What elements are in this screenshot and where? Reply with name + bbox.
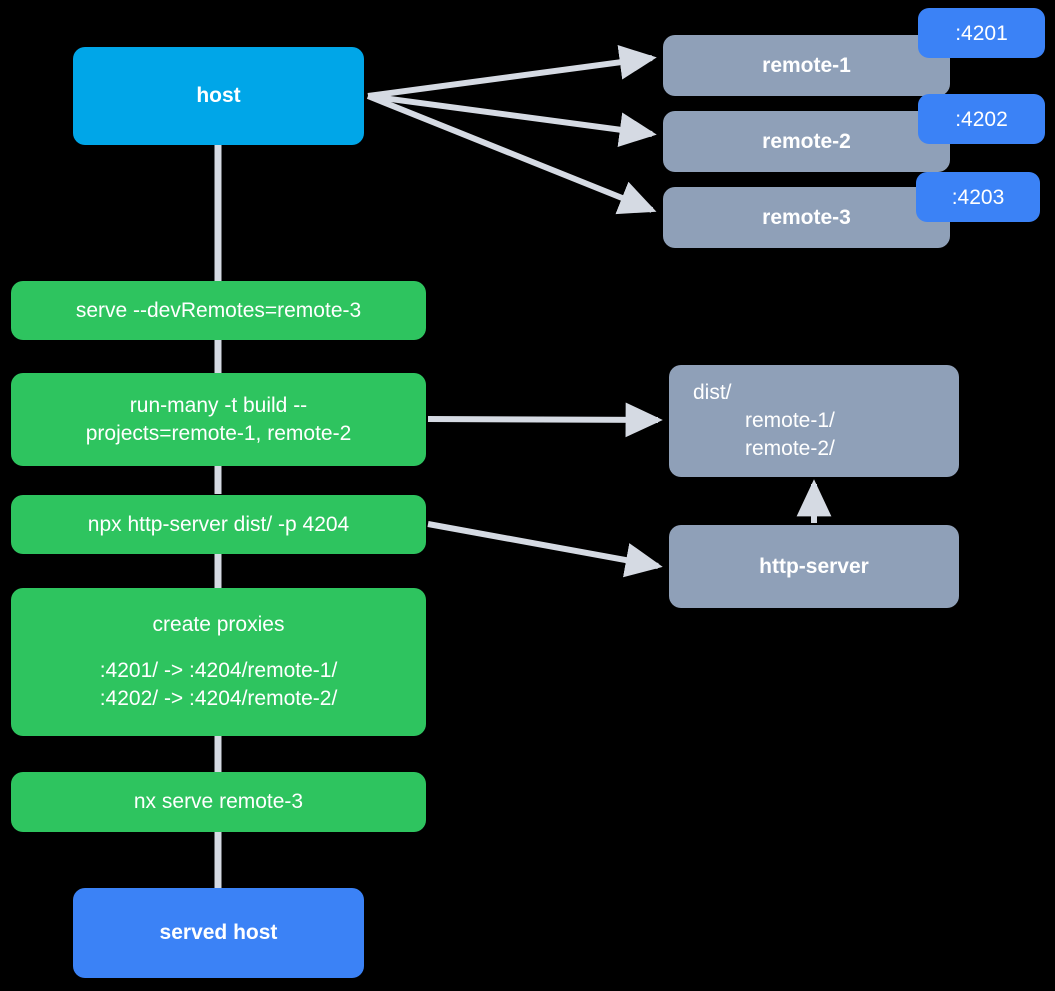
port-badge-remote-1: :4201 xyxy=(918,8,1045,58)
node-remote-2[interactable]: remote-2 xyxy=(663,111,950,172)
command-run-many-build-line-1: run-many -t build -- xyxy=(129,393,308,417)
node-http-server[interactable]: http-server xyxy=(669,525,959,608)
command-nx-serve-remote-3[interactable]: nx serve remote-3 xyxy=(11,772,426,832)
command-npx-http-server[interactable]: npx http-server dist/ -p 4204 xyxy=(11,495,426,554)
command-serve-dev-remotes[interactable]: serve --devRemotes=remote-3 xyxy=(11,281,426,340)
port-badge-remote-2: :4202 xyxy=(918,94,1045,144)
node-remote-3-label: remote-3 xyxy=(762,205,851,229)
node-dist-folder[interactable]: dist/ remote-1/ remote-2/ xyxy=(669,365,959,477)
node-dist-folder-line-3: remote-2/ xyxy=(745,436,835,460)
command-run-many-build-line-2: projects=remote-1, remote-2 xyxy=(85,421,352,445)
edge-host-to-remote-1 xyxy=(367,45,657,99)
node-dist-folder-line-1: dist/ xyxy=(693,381,732,405)
command-nx-serve-remote-3-line-1: nx serve remote-3 xyxy=(133,790,304,814)
edge-host-to-remote-2 xyxy=(367,93,657,147)
command-create-proxies[interactable]: create proxies :4201/ -> :4204/remote-1/… xyxy=(11,588,426,736)
command-run-many-build[interactable]: run-many -t build -- projects=remote-1, … xyxy=(11,373,426,466)
port-badge-remote-3-label: :4203 xyxy=(951,185,1005,209)
command-create-proxies-line-2: :4201/ -> :4204/remote-1/ xyxy=(99,659,338,683)
node-remote-1-label: remote-1 xyxy=(762,53,851,77)
node-remote-1[interactable]: remote-1 xyxy=(663,35,950,96)
node-host[interactable]: host xyxy=(73,47,364,145)
node-served-host-label: served host xyxy=(159,921,278,945)
command-create-proxies-line-3: :4202/ -> :4204/remote-2/ xyxy=(99,686,338,710)
node-remote-2-label: remote-2 xyxy=(762,129,851,153)
node-remote-3[interactable]: remote-3 xyxy=(663,187,950,248)
node-host-label: host xyxy=(196,84,241,108)
edge-host-to-remote-3 xyxy=(366,93,657,215)
node-dist-folder-line-2: remote-1/ xyxy=(745,409,835,433)
port-badge-remote-2-label: :4202 xyxy=(955,107,1008,131)
port-badge-remote-1-label: :4201 xyxy=(955,21,1008,45)
node-http-server-label: http-server xyxy=(759,554,869,578)
edge-npx-http-server-to-http-server xyxy=(427,521,663,578)
edge-run-many-to-dist xyxy=(427,402,663,438)
node-served-host[interactable]: served host xyxy=(73,888,364,978)
port-badge-remote-3: :4203 xyxy=(916,172,1040,222)
command-serve-dev-remotes-line-1: serve --devRemotes=remote-3 xyxy=(75,298,362,322)
command-create-proxies-line-1: create proxies xyxy=(152,613,285,637)
command-npx-http-server-line-1: npx http-server dist/ -p 4204 xyxy=(87,512,350,536)
